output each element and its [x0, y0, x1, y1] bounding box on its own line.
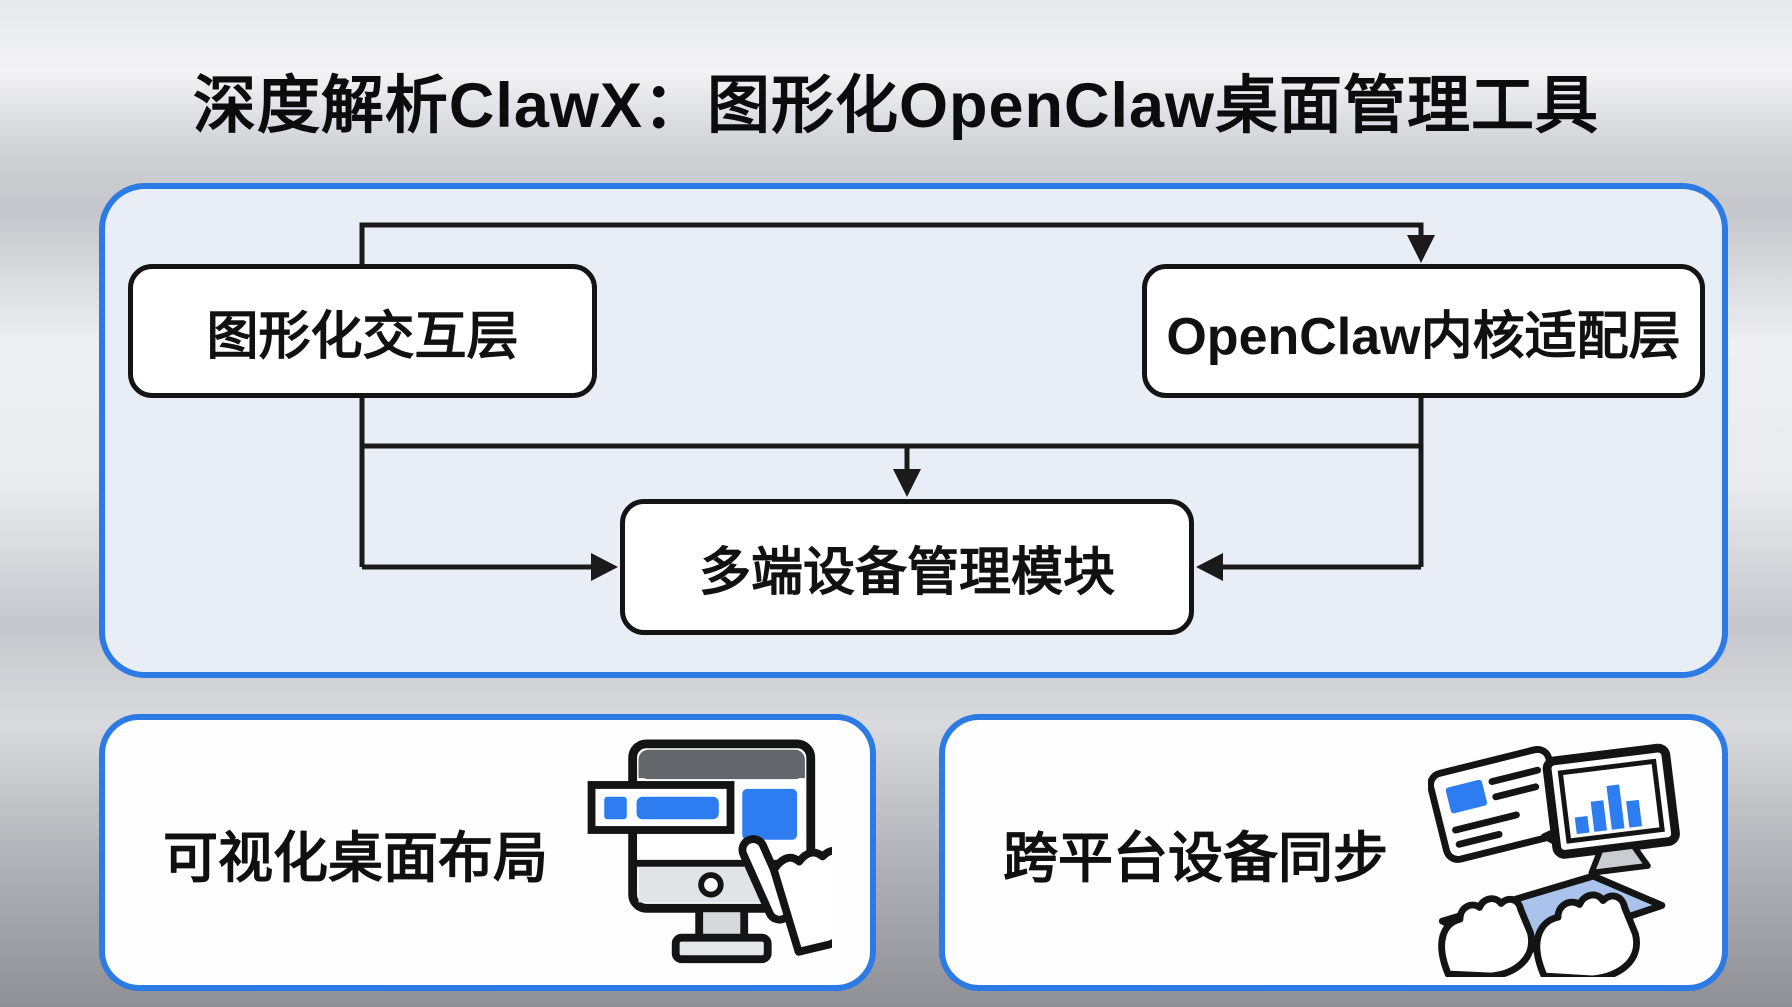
device-sync-icon	[1428, 729, 1684, 977]
feature-device-sync-label: 跨平台设备同步	[1003, 826, 1389, 889]
architecture-panel: 图形化交互层 OpenClaw内核适配层 多端设备管理模块	[99, 183, 1728, 678]
window-card-icon	[1428, 745, 1571, 863]
typing-hands-icon	[1438, 891, 1640, 977]
node-ui-layer: 图形化交互层	[128, 264, 597, 398]
node-device-module-label: 多端设备管理模块	[698, 543, 1115, 602]
feature-card-desktop-layout: 可视化桌面布局	[99, 714, 876, 991]
toolbar-window-icon	[587, 780, 735, 834]
node-kernel-layer-label: OpenClaw内核适配层	[1166, 307, 1681, 366]
node-kernel-layer: OpenClaw内核适配层	[1142, 264, 1705, 398]
node-device-module: 多端设备管理模块	[620, 499, 1194, 635]
feature-desktop-layout-label: 可视化桌面布局	[163, 826, 549, 889]
pointer-hand-icon	[738, 834, 832, 956]
monitor-icon	[628, 738, 816, 963]
desktop-layout-icon	[584, 738, 832, 968]
feature-card-device-sync: 跨平台设备同步	[939, 714, 1728, 991]
flow-connector-arrows	[359, 222, 1435, 581]
node-ui-layer-label: 图形化交互层	[206, 307, 519, 366]
page-title: 深度解析ClawX：图形化OpenClaw桌面管理工具	[192, 71, 1600, 141]
bar-chart-monitor-icon	[1542, 743, 1680, 876]
